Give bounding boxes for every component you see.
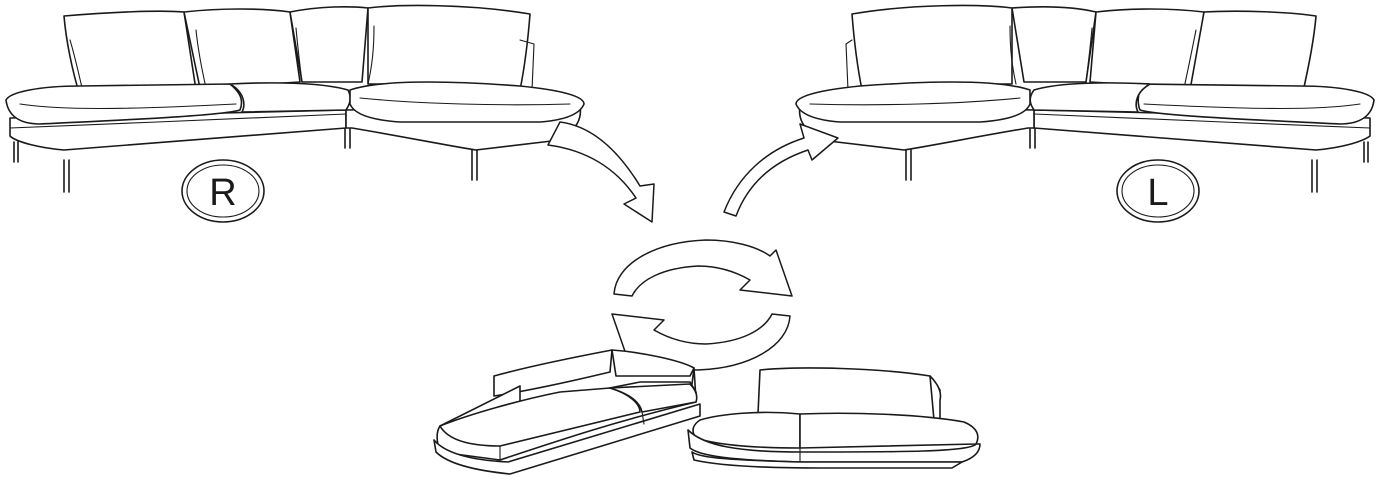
sofa-module-chaise — [433, 349, 701, 475]
badge-right: R — [181, 159, 265, 223]
curved-arrow-up-icon — [723, 123, 839, 217]
sofa-module-bench — [687, 367, 981, 469]
curved-arrow-down-icon — [547, 121, 655, 223]
swap-arrows-icon — [611, 239, 793, 371]
sofa-legs — [905, 127, 1369, 193]
sofa-seat-base — [795, 81, 1375, 151]
sofa-right-configuration — [5, 4, 585, 193]
badge-left-label: L — [1147, 172, 1168, 214]
sofa-seat-base — [5, 81, 585, 151]
badge-left: L — [1116, 159, 1200, 223]
badge-right-label: R — [209, 172, 236, 214]
sofa-back-cushions — [63, 4, 535, 97]
sofa-left-configuration — [795, 4, 1375, 193]
sofa-legs — [13, 127, 478, 193]
sofa-back-cushions — [845, 4, 1317, 97]
